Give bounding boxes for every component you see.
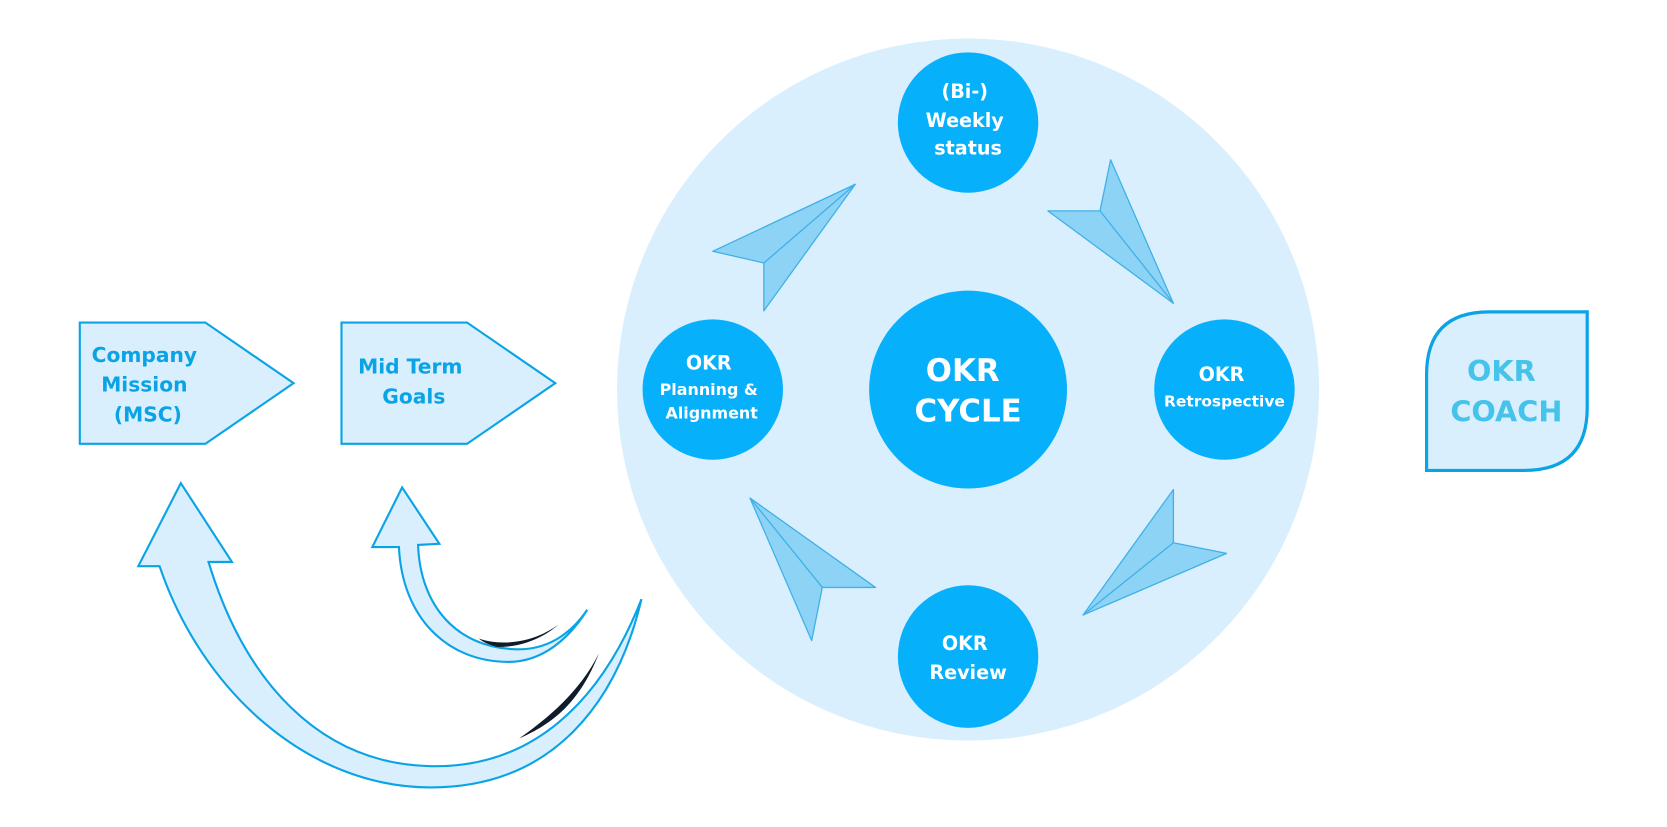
paper-plane-icon — [1082, 488, 1228, 616]
weekly-status-label: (Bi-) Weekly status — [926, 80, 1011, 159]
paper-plane-icon — [712, 183, 856, 312]
paper-plane-icon — [749, 497, 877, 642]
planning-alignment-node: OKR Planning & Alignment — [642, 319, 783, 460]
review-label: OKR Review — [929, 632, 1006, 684]
paper-plane-icon — [1047, 159, 1175, 305]
weekly-status-line-3: status — [934, 136, 1002, 159]
planning-alignment-label: OKR Planning & Alignment — [660, 351, 764, 422]
retrospective-line-2: Retrospective — [1164, 393, 1285, 411]
retrospective-line-1: OKR — [1199, 363, 1245, 386]
company-mission-line-1: Company — [92, 343, 197, 367]
company-mission-label: Company Mission (MSC) — [92, 343, 204, 427]
okr-coach-line-1: OKR — [1467, 354, 1536, 388]
okr-cycle-center: OKR CYCLE — [869, 290, 1068, 489]
mid-term-goals-box: Mid Term Goals — [340, 321, 558, 445]
company-mission-line-3: (MSC) — [114, 402, 182, 426]
review-line-2: Review — [929, 661, 1006, 684]
planning-line-1: OKR — [686, 351, 732, 374]
weekly-status-line-2: Weekly — [926, 109, 1005, 132]
arrow-shadow — [478, 624, 559, 648]
company-mission-box: Company Mission (MSC) — [78, 321, 296, 445]
mid-term-goals-line-1: Mid Term — [358, 355, 462, 379]
planning-line-3: Alignment — [665, 403, 758, 422]
okr-cycle-label: OKR CYCLE — [914, 353, 1021, 429]
planning-line-2: Planning & — [660, 380, 758, 399]
okr-coach-label: OKR COACH — [1450, 354, 1562, 428]
company-mission-line-2: Mission — [101, 373, 187, 397]
okr-cycle-line-1: OKR — [926, 353, 1000, 389]
mid-term-goals-line-2: Goals — [382, 384, 445, 408]
okr-coach-box: OKR COACH — [1424, 310, 1589, 473]
review-node: OKR Review — [897, 585, 1039, 728]
mid-term-goals-label: Mid Term Goals — [358, 355, 469, 409]
okr-cycle-line-2: CYCLE — [914, 393, 1021, 429]
weekly-status-node: (Bi-) Weekly status — [897, 52, 1039, 193]
curved-arrow-icon — [370, 485, 589, 663]
retrospective-label: OKR Retrospective — [1164, 363, 1285, 411]
review-line-1: OKR — [942, 632, 988, 655]
curved-arrow-icon — [136, 481, 643, 789]
weekly-status-line-1: (Bi-) — [941, 80, 988, 103]
okr-coach-line-2: COACH — [1450, 394, 1562, 428]
retrospective-node: OKR Retrospective — [1154, 319, 1295, 460]
